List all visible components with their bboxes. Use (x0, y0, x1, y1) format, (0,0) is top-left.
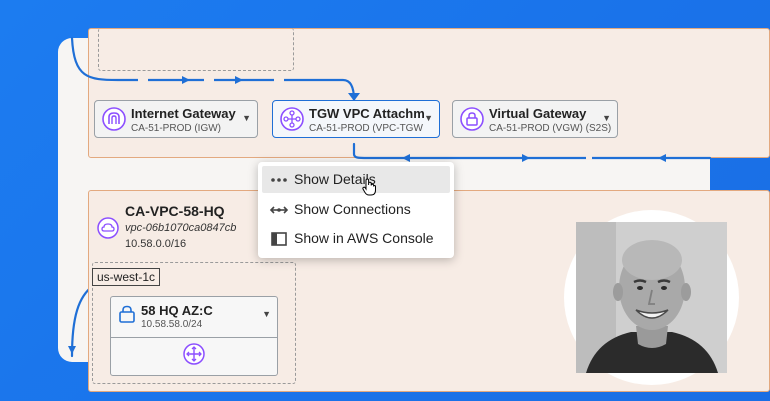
subnet-58-hq-az-c[interactable]: 58 HQ AZ:C 10.58.58.0/24 ▼ (110, 296, 278, 376)
arrow-left-icon (658, 154, 666, 162)
menu-item-label: Show in AWS Console (294, 230, 434, 246)
chevron-down-icon[interactable]: ▼ (602, 113, 611, 123)
arrow-right-icon (522, 154, 530, 162)
virtual-gateway-node[interactable]: Virtual Gateway CA-51-PROD (VGW) (S2S) ▼ (452, 100, 618, 138)
transit-gateway-icon (280, 107, 304, 131)
lock-icon (119, 305, 135, 323)
console-icon (271, 232, 287, 246)
node-subtitle: CA-51-PROD (VPC-TGW (309, 123, 423, 134)
az-label: us-west-1c (92, 268, 161, 286)
arrow-down-icon (348, 93, 360, 101)
flow-arrows (68, 76, 666, 354)
menu-item-show-in-aws-console[interactable]: Show in AWS Console (262, 225, 450, 252)
node-subtitle: CA-51-PROD (IGW) (131, 123, 221, 134)
chevron-down-icon[interactable]: ▼ (262, 309, 271, 319)
node-title: Internet Gateway (131, 106, 236, 121)
menu-item-show-details[interactable]: Show Details (262, 166, 450, 196)
more-dots-icon (271, 178, 287, 182)
az-group-top (98, 28, 294, 71)
vpc-id: vpc-06b1070ca0847cb (125, 222, 237, 234)
presenter-photo (576, 222, 727, 373)
connections-icon (269, 206, 289, 214)
connection-line (70, 36, 356, 102)
vpc-cidr: 10.58.0.0/16 (125, 238, 187, 250)
vpc-icon (97, 217, 119, 239)
node-title: Virtual Gateway (489, 106, 587, 121)
arrow-down-icon (68, 346, 76, 354)
context-menu: Show Details Show Connections Show in AW… (258, 162, 454, 258)
router-icon[interactable] (183, 343, 205, 365)
chevron-down-icon[interactable]: ▼ (242, 113, 251, 123)
node-subtitle: CA-51-PROD (VGW) (S2S) (489, 123, 612, 134)
menu-item-label: Show Connections (294, 201, 411, 217)
internet-gateway-icon (102, 107, 126, 131)
avatar (576, 222, 727, 373)
internet-gateway-node[interactable]: Internet Gateway CA-51-PROD (IGW) ▼ (94, 100, 258, 138)
arrow-left-icon (402, 154, 410, 162)
vpc-name: CA-VPC-58-HQ (125, 203, 225, 219)
subnet-name: 58 HQ AZ:C (141, 303, 213, 318)
subnet-cidr: 10.58.58.0/24 (141, 319, 203, 330)
chevron-down-icon[interactable]: ▼ (424, 113, 433, 123)
hand-cursor-icon (362, 178, 376, 196)
arrow-right-icon (235, 76, 243, 84)
connection-line (352, 142, 712, 160)
arrow-right-icon (182, 76, 190, 84)
availability-zone-group (92, 262, 296, 384)
subnet-header: 58 HQ AZ:C 10.58.58.0/24 ▼ (111, 297, 277, 338)
connection-lines (68, 36, 712, 358)
node-title: TGW VPC Attachm (309, 106, 425, 121)
menu-item-show-connections[interactable]: Show Connections (262, 196, 450, 223)
vpn-gateway-icon (460, 107, 484, 131)
menu-item-label: Show Details (294, 171, 376, 187)
tgw-vpc-attachment-node[interactable]: TGW VPC Attachm CA-51-PROD (VPC-TGW ▼ (272, 100, 440, 138)
